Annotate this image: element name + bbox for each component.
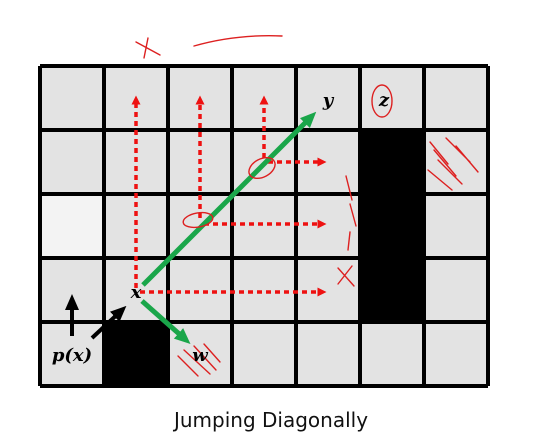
grid-lines: [38, 64, 490, 388]
diagonal-jumps: [140, 111, 317, 344]
grid-cell: [232, 322, 296, 386]
parent-arrows: [65, 294, 127, 340]
grid-cell: [168, 258, 232, 322]
grid-cell: [168, 66, 232, 130]
grid-cell: [40, 66, 104, 130]
grid-cell: [40, 194, 104, 258]
diagram-caption: Jumping Diagonally: [173, 408, 369, 432]
circle-mark-step-2: [248, 156, 276, 180]
scribble-mark: [427, 137, 479, 191]
cross-mark-top: [135, 37, 161, 59]
grid-cell: [232, 258, 296, 322]
obstacle-cell: [360, 194, 424, 258]
scan-arrows: [131, 95, 327, 297]
grid-cell: [296, 194, 360, 258]
label-parent: p(x): [52, 345, 92, 366]
cross-mark-mid: [337, 265, 355, 287]
label-x: x: [130, 282, 142, 303]
label-z: z: [378, 90, 390, 111]
grid-cell: [232, 194, 296, 258]
circle-mark-z: [371, 84, 393, 118]
grid-cell: [424, 194, 488, 258]
grid-cell: [360, 322, 424, 386]
handwritten-annotations: [135, 35, 479, 377]
diagonal-jump-arrow-to-w: [140, 299, 191, 344]
grid-row-2: [40, 130, 488, 194]
grid-row-4: [40, 258, 488, 322]
grid-cell: [296, 322, 360, 386]
grid-cell: [424, 258, 488, 322]
diagonal-jump-arrow-to-y: [141, 111, 317, 287]
tick-mark: [345, 175, 357, 251]
label-y: y: [322, 90, 335, 111]
grid-cell: [424, 130, 488, 194]
stroke-mark-top: [193, 35, 283, 47]
grid: [40, 66, 488, 386]
obstacle-cell: [360, 130, 424, 194]
scribble-mark-w: [177, 343, 221, 377]
grid-row-3: [40, 194, 488, 258]
grid-row-5: [40, 322, 488, 386]
obstacle-cell: [104, 322, 168, 386]
grid-cell: [104, 66, 168, 130]
grid-cell: [40, 130, 104, 194]
parent-arrow-diagonal: [90, 305, 127, 340]
grid-cell: [424, 322, 488, 386]
node-labels: x y z w p(x): [52, 90, 390, 366]
obstacle-cell: [360, 258, 424, 322]
circle-mark-step-1: [182, 211, 214, 229]
grid-cell: [424, 66, 488, 130]
label-w: w: [192, 345, 209, 366]
